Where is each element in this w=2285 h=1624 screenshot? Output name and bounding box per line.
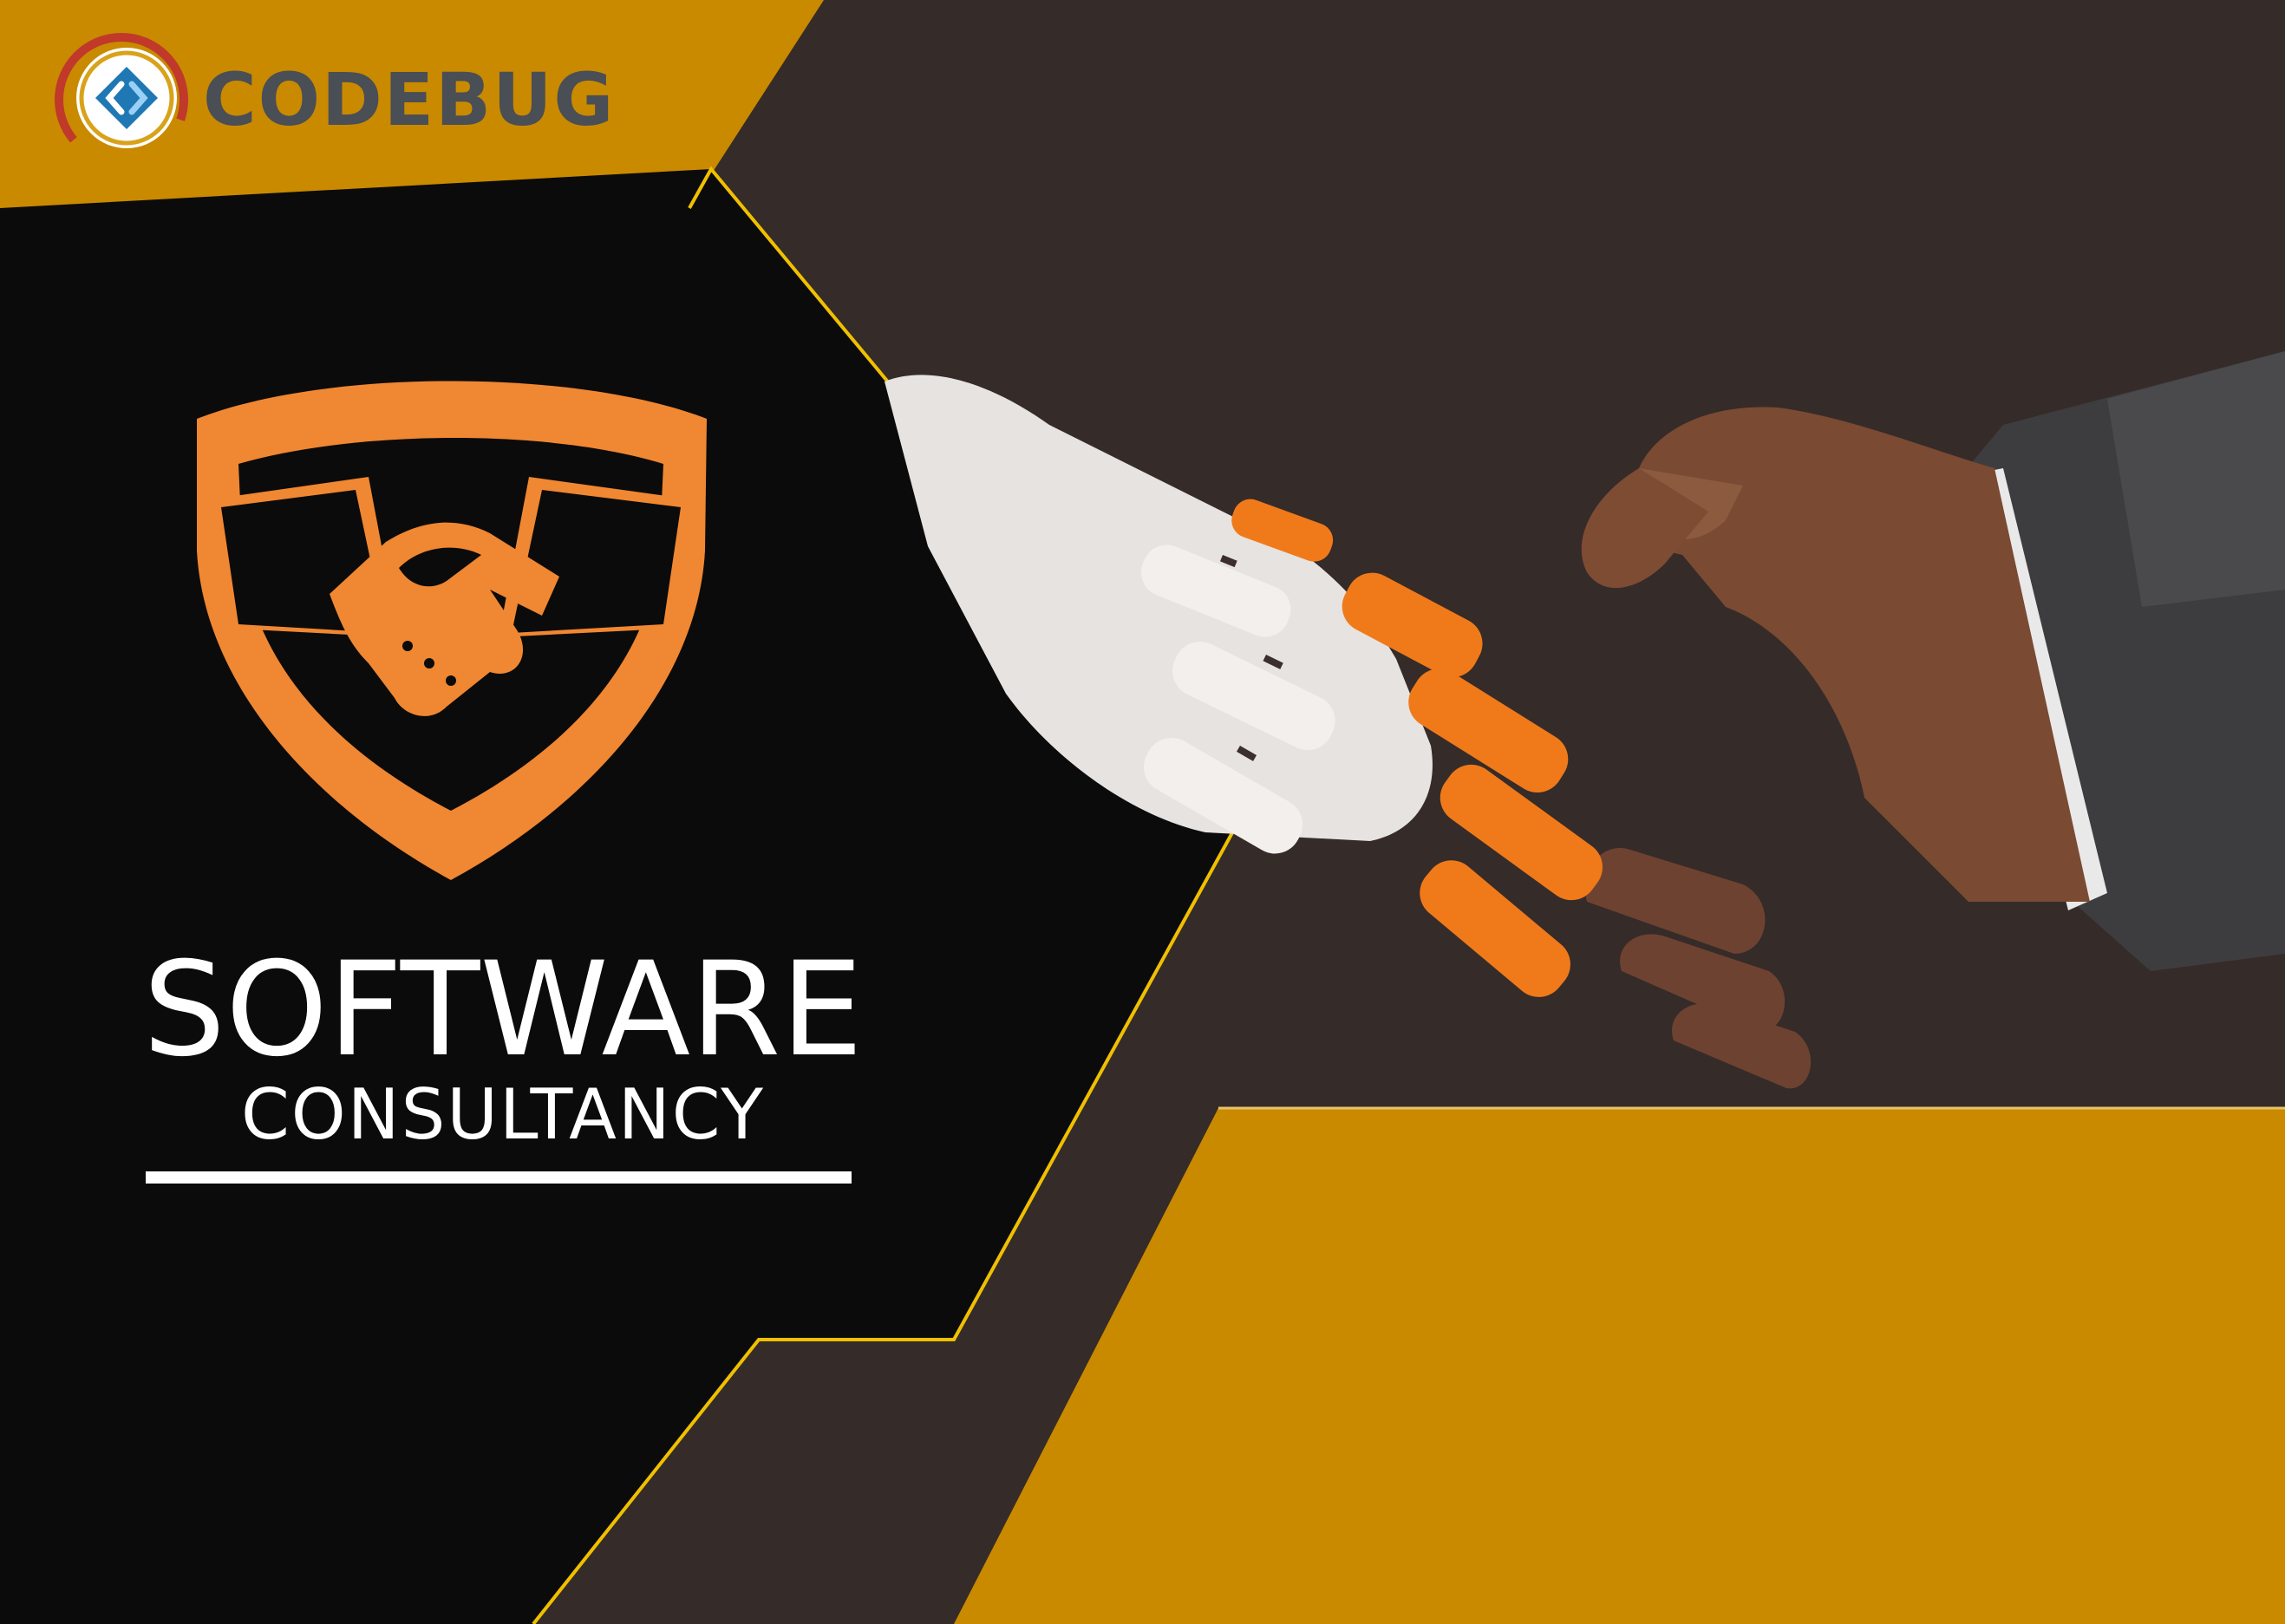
hero-title: SOFTWARE (142, 935, 864, 1086)
brand-name: CODEBUG (203, 57, 616, 142)
hero-subtitle: CONSULTANCY (240, 1074, 766, 1155)
title-underline (146, 1171, 852, 1184)
brand-logo[interactable]: CODEBUG (52, 30, 615, 169)
chevron-outline (532, 166, 1247, 1624)
shield-handshake-icon (197, 381, 707, 880)
robot-human-handshake-image (885, 351, 2285, 1089)
top-gold-banner (0, 0, 824, 208)
code-brackets-swirl-icon (55, 33, 188, 166)
bottom-gold-block (954, 1108, 2285, 1624)
